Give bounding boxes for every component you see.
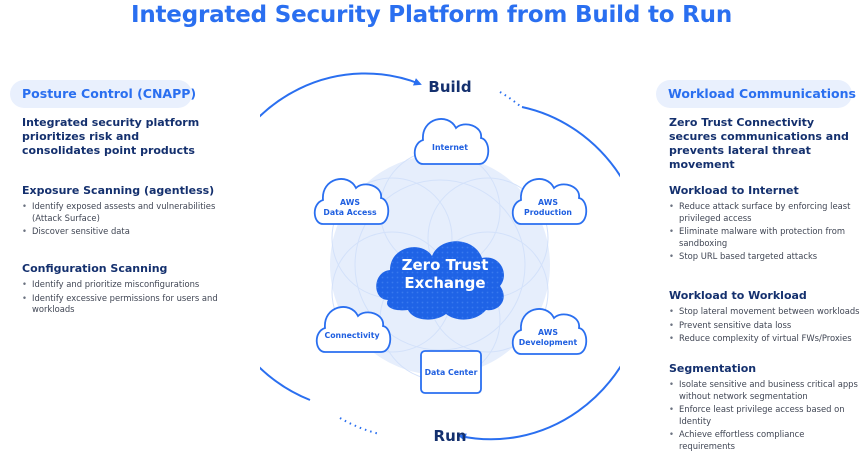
run-dotted-arc: [339, 417, 381, 435]
cloud-icon: [315, 306, 392, 353]
bullet-item: Discover sensitive data: [22, 226, 227, 238]
node-label: Data Access: [323, 208, 377, 217]
page-title: Integrated Security Platform from Build …: [130, 2, 733, 28]
cloud-icon: [511, 178, 588, 225]
segmentation-section: Segmentation Isolate sensitive and busin…: [669, 362, 861, 454]
bullet-item: Reduce attack surface by enforcing least…: [669, 201, 861, 224]
cloud-icon: [313, 178, 390, 225]
node-label: AWS: [340, 198, 360, 207]
workload-to-internet-section: Workload to Internet Reduce attack surfa…: [669, 184, 861, 265]
section-heading: Exposure Scanning (agentless): [22, 184, 215, 197]
bullet-item: Stop lateral movement between workloads: [669, 306, 861, 318]
data-center-label: Data Center: [425, 368, 478, 377]
zero-trust-exchange-node: Zero Trust Exchange: [376, 241, 504, 320]
data-center-box: [420, 350, 482, 394]
bullet-item: Identify exposed assests and vulnerabili…: [22, 201, 227, 224]
bullet-list: Reduce attack surface by enforcing least…: [669, 201, 861, 263]
cloud-icon: [511, 308, 588, 355]
run-arrow-arc: [458, 106, 620, 442]
data-center-node: Data Center: [420, 350, 482, 394]
posture-control-lead: Integrated security platform prioritizes…: [22, 116, 200, 157]
workload-to-workload-section: Workload to Workload Stop lateral moveme…: [669, 289, 861, 347]
build-dotted-arc: [499, 91, 521, 107]
bullet-list: Isolate sensitive and business critical …: [669, 379, 861, 452]
node-label: Development: [519, 338, 578, 347]
bullet-list: Identify and prioritize misconfiguration…: [22, 279, 227, 316]
cloud-icon: [413, 118, 490, 165]
bullet-item: Isolate sensitive and business critical …: [669, 379, 861, 402]
bullet-item: Enforce least privilege access based on …: [669, 404, 861, 427]
connectivity-cloud-node: Connectivity: [315, 306, 392, 353]
internet-cloud-node: Internet: [413, 118, 490, 165]
bullet-list: Identify exposed assests and vulnerabili…: [22, 201, 227, 238]
node-label: Connectivity: [324, 331, 379, 340]
section-heading: Configuration Scanning: [22, 262, 168, 275]
node-label: AWS: [538, 198, 558, 207]
workload-communications-pill: Workload Communications: [656, 80, 856, 108]
bullet-item: Reduce complexity of virtual FWs/Proxies: [669, 333, 861, 345]
posture-control-pill: Posture Control (CNAPP): [10, 80, 196, 108]
bullet-list: Stop lateral movement between workloads …: [669, 306, 861, 345]
bullet-item: Eliminate malware with protection from s…: [669, 226, 861, 249]
bullet-item: Identify excessive permissions for users…: [22, 293, 227, 316]
section-heading: Workload to Internet: [669, 184, 799, 197]
bullet-item: Prevent sensitive data loss: [669, 320, 861, 332]
zte-line-2: Exchange: [404, 274, 485, 292]
zte-line-1: Zero Trust: [402, 256, 489, 274]
section-heading: Workload to Workload: [669, 289, 807, 302]
node-label: Production: [524, 208, 572, 217]
section-heading: Segmentation: [669, 362, 757, 375]
bullet-item: Stop URL based targeted attacks: [669, 251, 861, 263]
workload-communications-lead: Zero Trust Connectivity secures communic…: [669, 116, 849, 171]
build-label: Build: [428, 78, 471, 96]
configuration-scanning-section: Configuration Scanning Identify and prio…: [22, 262, 227, 318]
node-label: AWS: [538, 328, 558, 337]
node-label: Internet: [432, 143, 468, 152]
build-arrow-arc: [260, 72, 422, 401]
run-label: Run: [434, 427, 467, 445]
bullet-item: Achieve effortless compliance requiremen…: [669, 429, 861, 452]
bullet-item: Identify and prioritize misconfiguration…: [22, 279, 227, 291]
exposure-scanning-section: Exposure Scanning (agentless) Identify e…: [22, 184, 227, 240]
